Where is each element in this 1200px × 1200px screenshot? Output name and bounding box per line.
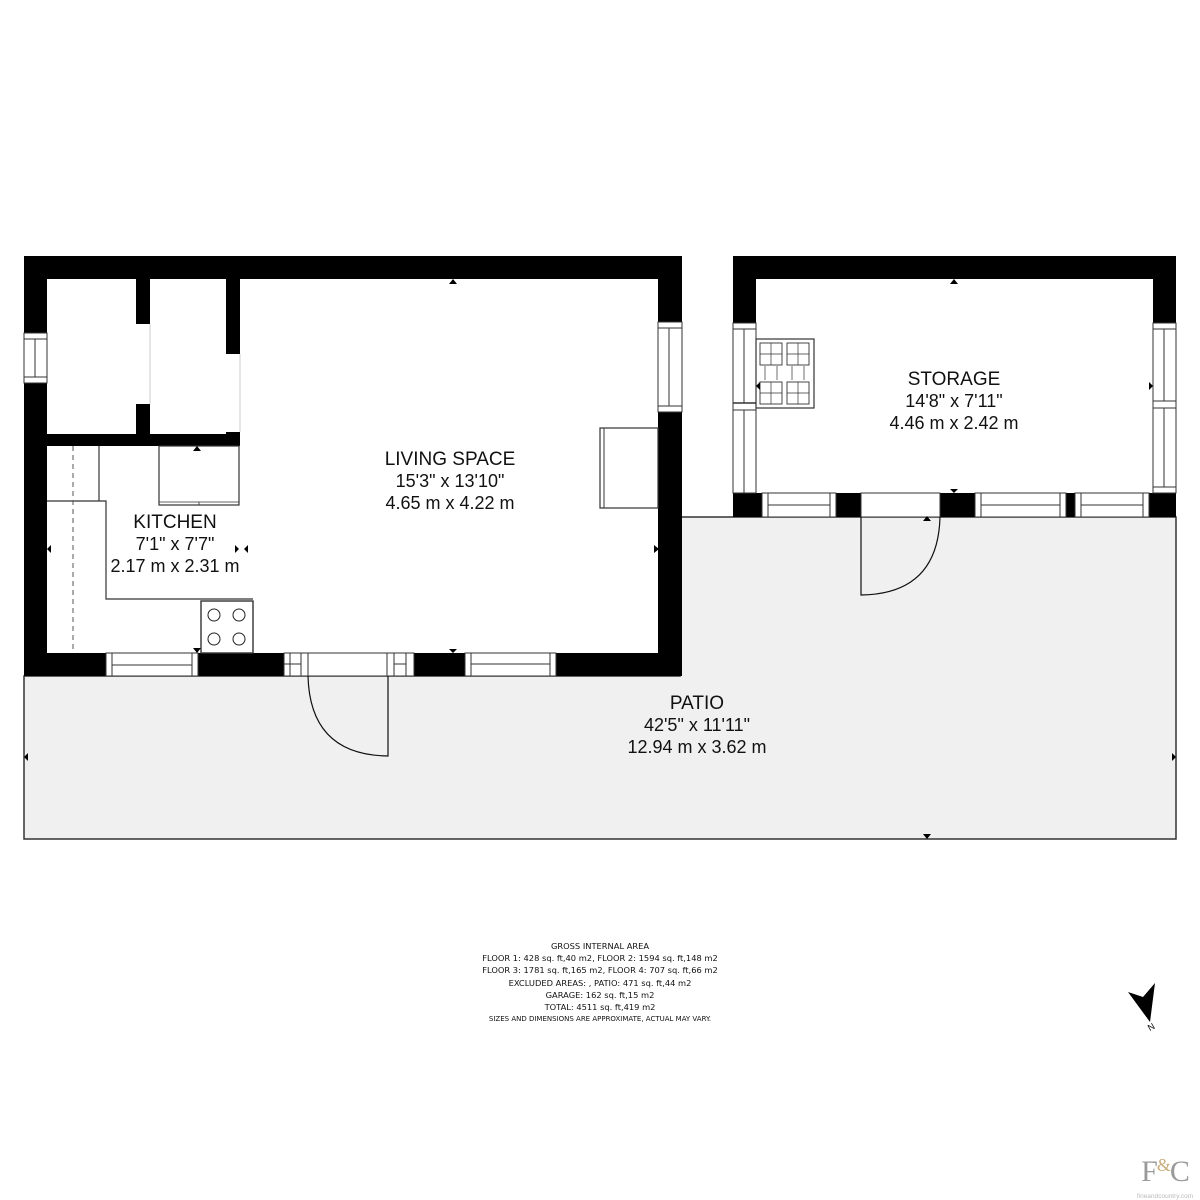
room-label-living-space: LIVING SPACE 15'3" x 13'10" 4.65 m x 4.2… xyxy=(350,448,550,515)
door-storage xyxy=(860,492,941,596)
room-name: KITCHEN xyxy=(133,512,217,533)
logo-letter-f: F xyxy=(1141,1155,1158,1188)
room-dim-metric: 4.46 m x 2.42 m xyxy=(889,413,1019,434)
gia-line: GARAGE: 162 sq. ft,15 m2 xyxy=(545,989,655,1000)
storage-building xyxy=(732,256,1177,596)
room-name: STORAGE xyxy=(907,369,1001,390)
gia-title: GROSS INTERNAL AREA xyxy=(550,941,650,951)
window-storage-south-3 xyxy=(1074,492,1150,518)
window-storage-east xyxy=(1152,322,1177,494)
stove-icon xyxy=(755,338,815,409)
kitchen-counter xyxy=(47,445,253,653)
room-name: LIVING SPACE xyxy=(384,449,516,470)
gross-internal-area: GROSS INTERNAL AREA FLOOR 1: 428 sq. ft,… xyxy=(440,940,760,1025)
brand-logo: F&C fineandcountry.com xyxy=(1130,1150,1200,1200)
room-label-patio: PATIO 42'5" x 11'11" 12.94 m x 3.62 m xyxy=(597,692,797,759)
window-south-living xyxy=(464,652,557,677)
gia-line: EXCLUDED AREAS: , PATIO: 471 sq. ft,44 m… xyxy=(508,977,692,988)
room-name: PATIO xyxy=(669,693,725,714)
main-building xyxy=(23,256,683,757)
room-dim-metric: 2.17 m x 2.31 m xyxy=(110,556,240,577)
gia-line: FLOOR 1: 428 sq. ft,40 m2, FLOOR 2: 1594… xyxy=(482,953,718,964)
room-label-storage: STORAGE 14'8" x 7'11" 4.46 m x 2.42 m xyxy=(854,368,1054,435)
room-dim-imperial: 7'1" x 7'7" xyxy=(135,534,215,555)
window-east xyxy=(657,321,683,413)
window-south-kitchen xyxy=(105,652,199,677)
logo-letter-c: C xyxy=(1169,1155,1190,1188)
window-storage-west xyxy=(732,322,757,494)
door-south-living xyxy=(283,652,415,757)
room-dim-metric: 4.65 m x 4.22 m xyxy=(385,493,515,514)
cabinet xyxy=(599,427,659,509)
room-dim-imperial: 15'3" x 13'10" xyxy=(395,471,505,492)
logo-ampersand: & xyxy=(1156,1155,1171,1175)
window-west xyxy=(23,332,48,384)
room-dim-metric: 12.94 m x 3.62 m xyxy=(627,737,767,758)
north-arrow-icon xyxy=(1128,983,1155,1022)
room-label-kitchen: KITCHEN 7'1" x 7'7" 2.17 m x 2.31 m xyxy=(85,511,265,578)
hob-icon xyxy=(200,600,254,654)
gia-line: TOTAL: 4511 sq. ft,419 m2 xyxy=(544,1002,656,1013)
room-dim-imperial: 14'8" x 7'11" xyxy=(905,391,1003,412)
logo-site: fineandcountry.com xyxy=(1136,1193,1194,1200)
gia-disclaimer: SIZES AND DIMENSIONS ARE APPROXIMATE, AC… xyxy=(488,1015,712,1024)
window-storage-south-1 xyxy=(761,492,837,518)
window-storage-south-2 xyxy=(974,492,1067,518)
gia-line: FLOOR 3: 1781 sq. ft,165 m2, FLOOR 4: 70… xyxy=(482,965,718,976)
room-dim-imperial: 42'5" x 11'11" xyxy=(643,715,751,736)
